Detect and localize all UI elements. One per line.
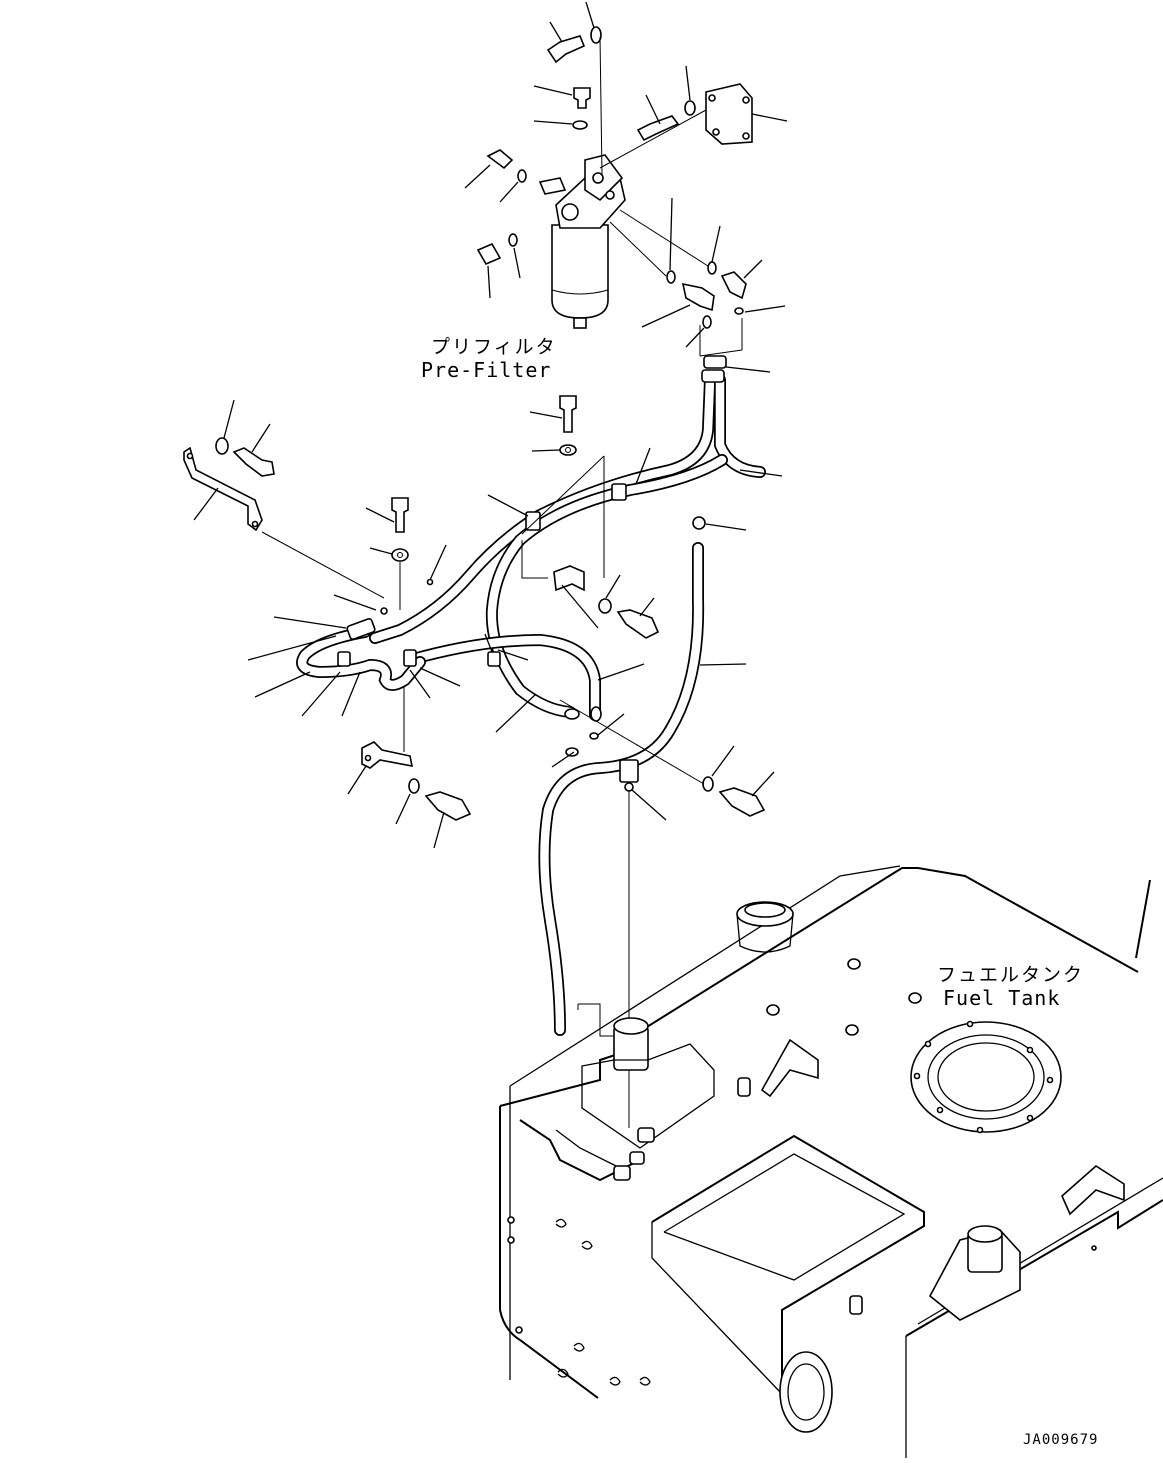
clamp-bracket-bolt xyxy=(553,565,660,639)
bolt-mid xyxy=(521,395,605,579)
prefilter-label-en: Pre-Filter xyxy=(421,358,552,382)
bracket-strap-left xyxy=(183,399,385,599)
bolt-filter-left xyxy=(476,233,521,299)
drawing-reference: JA009679 xyxy=(1023,1432,1099,1448)
bolt-right-lower xyxy=(559,699,775,817)
hose-clamps xyxy=(337,483,639,1128)
prefilter-assembly xyxy=(538,154,626,329)
fueltank-label-en: Fuel Tank xyxy=(943,986,1061,1010)
bolt-top xyxy=(546,1,602,64)
hose-end-bracket xyxy=(577,1003,614,1037)
elbow-fittings xyxy=(609,197,786,357)
mounting-plate xyxy=(599,36,788,176)
bleed-plug-left xyxy=(464,149,527,203)
bolt-vertical-left xyxy=(365,497,409,752)
plug-bolt xyxy=(533,85,591,130)
fuel-tank xyxy=(499,865,1163,1458)
fueltank-label-jp: フュエルタンク xyxy=(937,964,1085,986)
leader-lines xyxy=(247,366,783,821)
prefilter-label-jp: プリフィルタ xyxy=(431,336,557,358)
bracket-lower-left xyxy=(347,741,472,849)
fuel-hoses xyxy=(296,355,766,1036)
